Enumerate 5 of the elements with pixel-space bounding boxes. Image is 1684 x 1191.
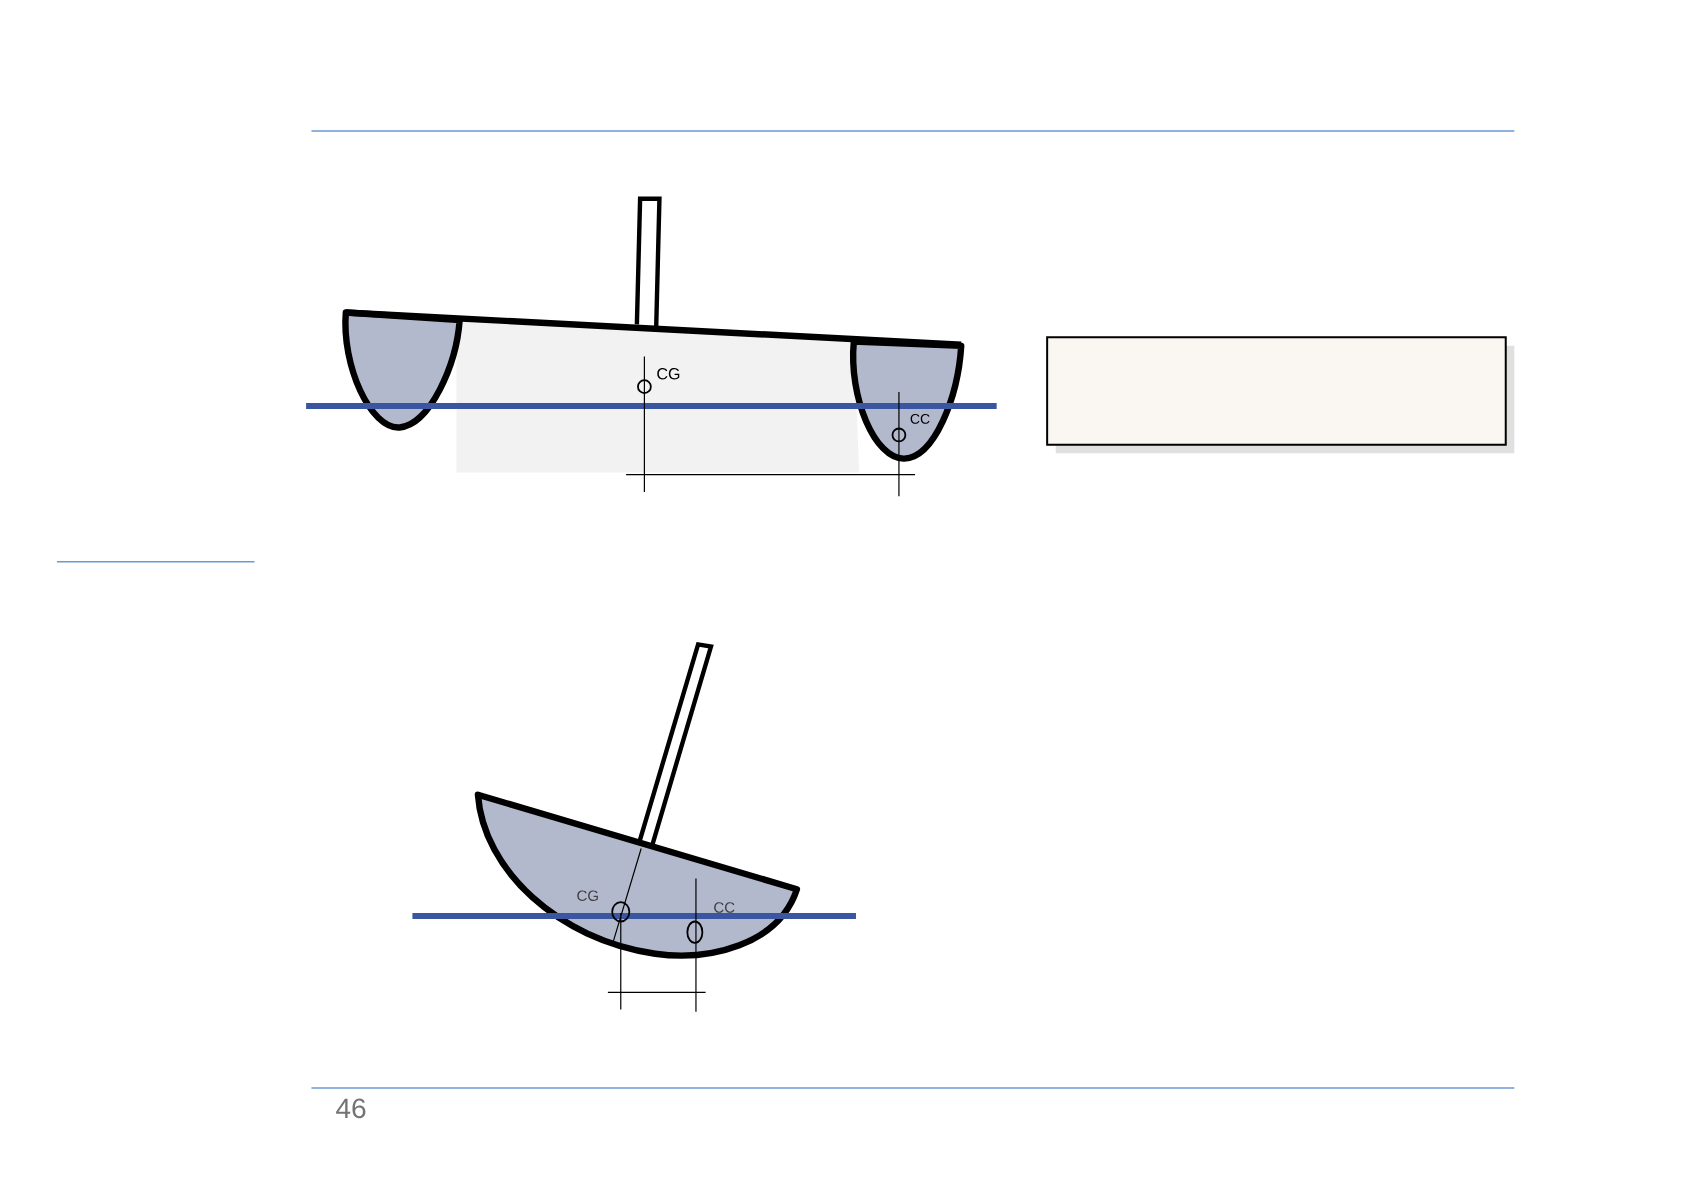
point-label: CG [657, 368, 680, 380]
point-label: CC [714, 902, 735, 913]
page-number: 46 [336, 1098, 366, 1119]
point-label: CG [577, 890, 598, 901]
point-label: CC [910, 413, 930, 424]
